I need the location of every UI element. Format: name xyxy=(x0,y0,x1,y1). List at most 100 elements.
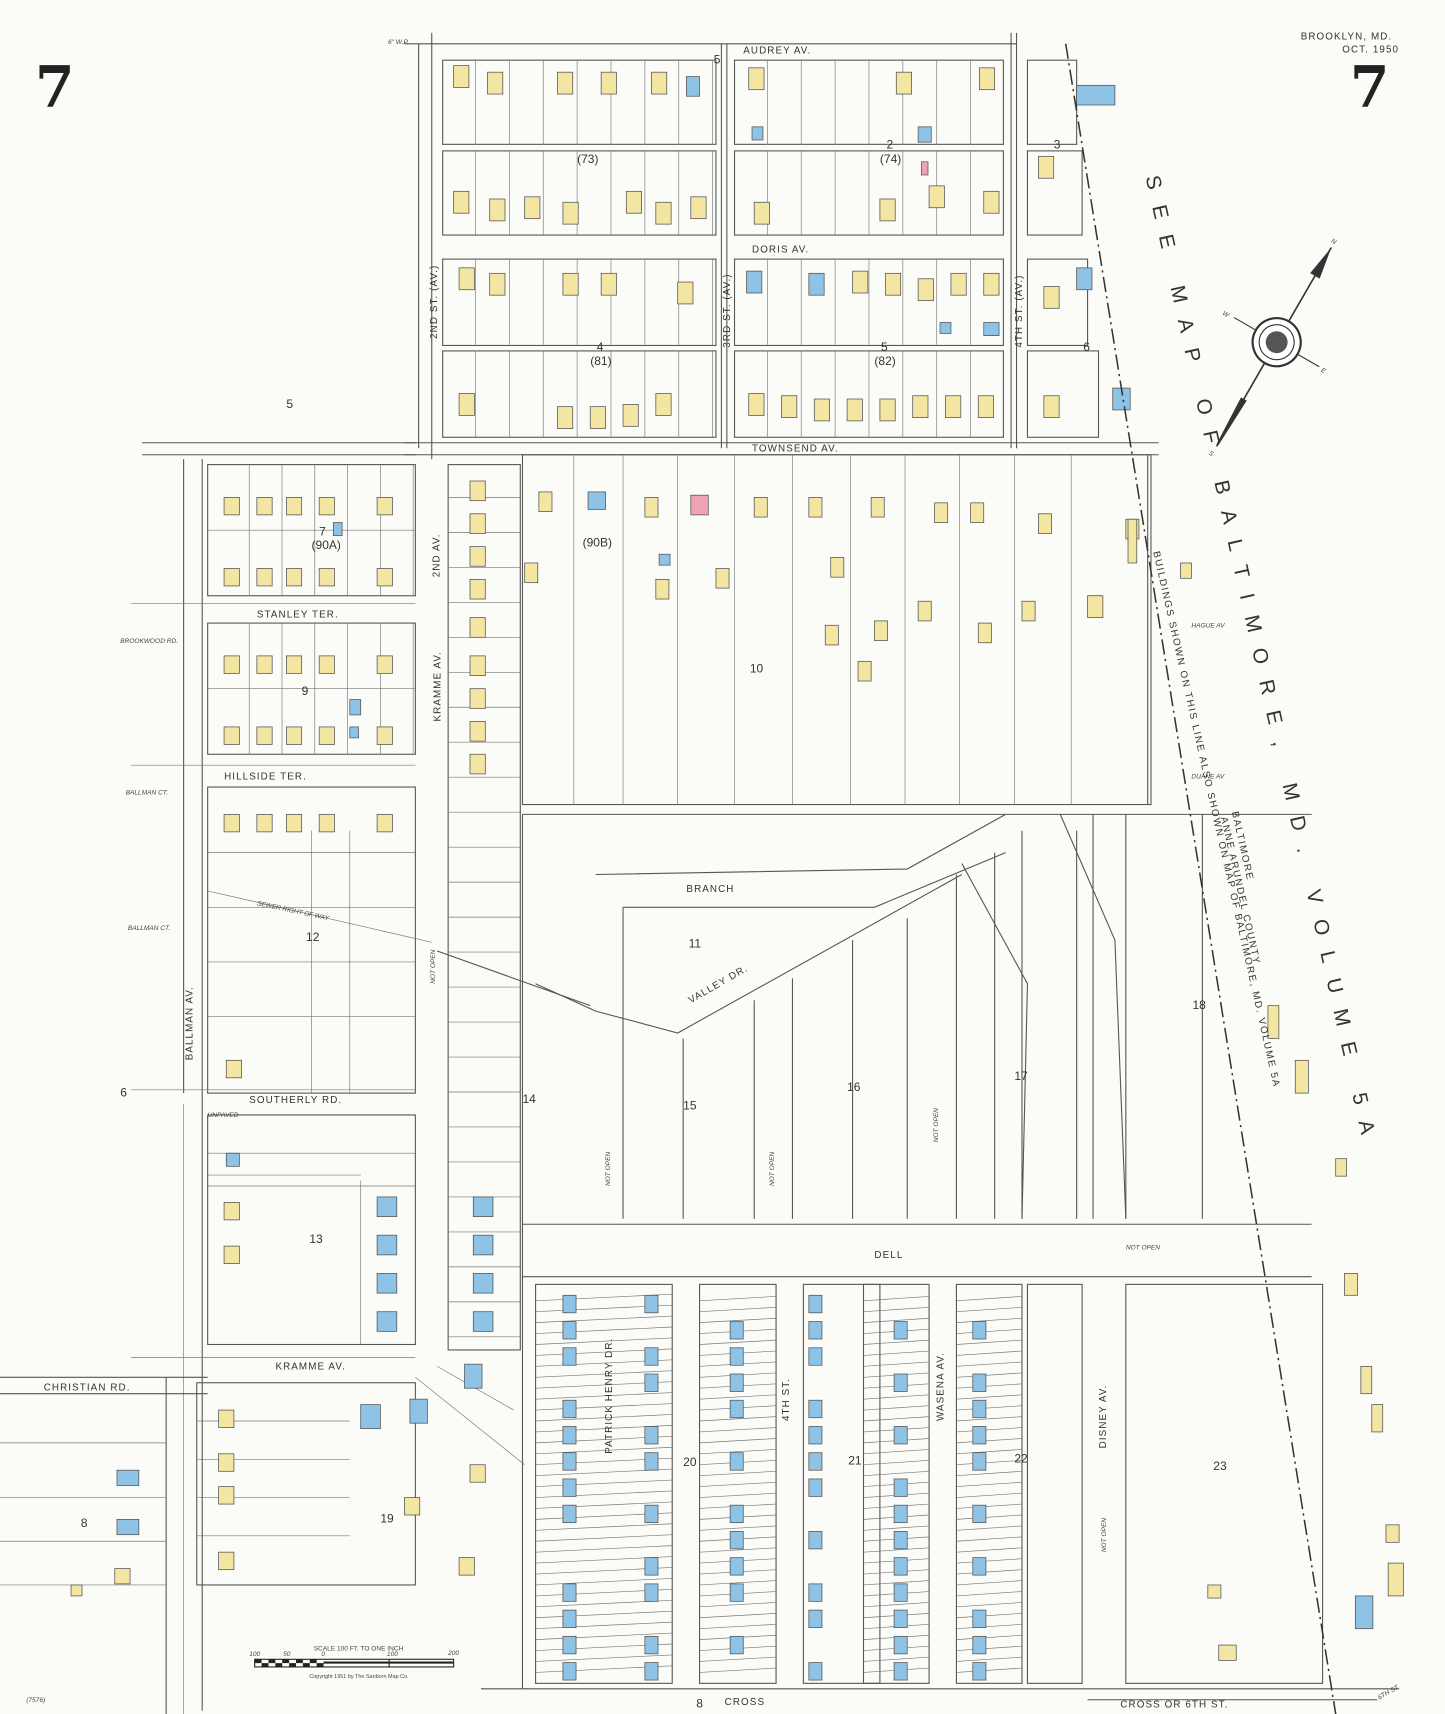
concrete-block-building xyxy=(644,1662,659,1681)
frame-dwelling xyxy=(917,600,932,622)
concrete-block-building xyxy=(751,126,764,141)
block-number: (73) xyxy=(577,152,598,166)
street-4th-st: 4TH ST. (AV.) xyxy=(1014,274,1025,347)
block-outline xyxy=(1026,1283,1083,1684)
concrete-block-building xyxy=(562,1609,577,1628)
concrete-block-building xyxy=(729,1504,744,1524)
block-number: 14 xyxy=(522,1092,536,1106)
scale-tick: 100 xyxy=(249,1651,260,1658)
street-line xyxy=(863,1361,930,1367)
street-line xyxy=(956,1634,1023,1640)
block-outline xyxy=(802,1283,881,1684)
scale-segment xyxy=(282,1659,290,1664)
concrete-block-building xyxy=(729,1347,744,1366)
frame-dwelling xyxy=(945,395,962,418)
concrete-block-building xyxy=(562,1583,577,1602)
frame-dwelling xyxy=(538,491,553,512)
street-line xyxy=(956,1525,1023,1531)
frame-dwelling xyxy=(489,272,506,296)
street-ballman-ct-2: BALLMAN CT. xyxy=(128,925,171,932)
concrete-block-building xyxy=(562,1662,577,1681)
concrete-block-building xyxy=(893,1609,908,1628)
concrete-block-building xyxy=(893,1583,908,1602)
frame-dwelling xyxy=(690,196,707,220)
block-outline xyxy=(1026,258,1089,347)
frame-dwelling xyxy=(1043,395,1060,418)
scale-tick: 100 xyxy=(387,1651,398,1658)
map-date: OCT. 1950 xyxy=(1342,45,1399,56)
place-name: BROOKLYN, MD. xyxy=(1301,31,1393,42)
block-number: 8 xyxy=(81,1516,88,1530)
street-cross-6th: CROSS OR 6TH ST. xyxy=(1120,1699,1228,1710)
concrete-block-building xyxy=(808,1531,823,1550)
frame-dwelling xyxy=(781,395,798,418)
concrete-block-building xyxy=(729,1373,744,1392)
concrete-block-building xyxy=(409,1398,428,1424)
frame-dwelling xyxy=(1385,1524,1400,1543)
block-outline xyxy=(1026,350,1100,438)
concrete-block-building xyxy=(972,1426,987,1445)
frame-dwelling xyxy=(934,502,949,523)
street-line xyxy=(956,1328,1023,1334)
concrete-block-building xyxy=(729,1583,744,1602)
street-line xyxy=(961,863,1029,1219)
frame-dwelling xyxy=(1043,286,1060,309)
concrete-block-building xyxy=(644,1347,659,1366)
label-not-open-4: NOT OPEN xyxy=(933,1108,940,1142)
block-outline xyxy=(442,258,717,347)
street-hillside: HILLSIDE TER. xyxy=(224,771,307,782)
frame-dwelling xyxy=(218,1409,235,1428)
frame-dwelling xyxy=(748,67,765,91)
concrete-block-building xyxy=(1076,84,1116,106)
frame-dwelling xyxy=(256,655,273,674)
block-number: 19 xyxy=(380,1512,394,1526)
scale-segment xyxy=(275,1663,283,1667)
plate-code: (7576) xyxy=(26,1697,45,1704)
street-line xyxy=(535,1326,673,1334)
frame-dwelling xyxy=(1021,600,1036,622)
street-line xyxy=(956,1470,1023,1476)
street-line xyxy=(956,1602,1023,1608)
concrete-block-building xyxy=(464,1363,483,1389)
frame-dwelling xyxy=(223,568,240,587)
street-brookwood: BROOKWOOD RD. xyxy=(120,638,178,645)
street-3rd-st: 3RD ST. (AV.) xyxy=(722,273,733,347)
frame-dwelling xyxy=(487,71,504,95)
frame-dwelling xyxy=(218,1486,235,1505)
concrete-block-building xyxy=(376,1311,398,1332)
scale-bar: SCALE 100 FT. TO ONE INCH 100 50 0 100 2… xyxy=(249,1646,459,1680)
street-line xyxy=(863,1460,930,1466)
street-line xyxy=(699,1317,777,1323)
frame-dwelling xyxy=(651,71,668,95)
frame-dwelling xyxy=(600,272,617,296)
concrete-block-building xyxy=(808,1321,823,1340)
frame-dwelling xyxy=(318,568,335,587)
block-outline xyxy=(535,1283,673,1684)
concrete-block-building xyxy=(116,1519,140,1536)
street-line xyxy=(699,1580,777,1586)
frame-dwelling xyxy=(622,404,639,427)
street-ballman-ct-1: BALLMAN CT. xyxy=(126,790,169,797)
block-outline xyxy=(442,150,717,236)
frame-dwelling xyxy=(376,497,393,516)
concrete-block-building xyxy=(562,1347,577,1366)
block-numbers: 2 (74) 3 (73) 4 (81) 5 (82) 6 7 (90A) (9… xyxy=(81,138,1227,1530)
block-number: (74) xyxy=(880,152,901,166)
concrete-block-building xyxy=(562,1478,577,1497)
street-line xyxy=(535,1654,673,1662)
street-line xyxy=(415,1377,525,1465)
frame-dwelling xyxy=(655,201,672,225)
frame-dwelling xyxy=(469,655,486,676)
street-line xyxy=(535,1534,673,1542)
street-line xyxy=(956,1416,1023,1422)
street-line xyxy=(956,1547,1023,1553)
street-line xyxy=(956,1613,1023,1619)
block-outline xyxy=(698,1283,777,1684)
frame-dwelling xyxy=(524,562,539,584)
street-duane: DUANE AV xyxy=(1191,773,1224,780)
street-line xyxy=(437,950,591,1007)
street-line xyxy=(535,1392,673,1400)
street-line xyxy=(956,1307,1023,1313)
frame-dwelling xyxy=(557,71,574,95)
frame-dwelling xyxy=(1294,1059,1309,1094)
